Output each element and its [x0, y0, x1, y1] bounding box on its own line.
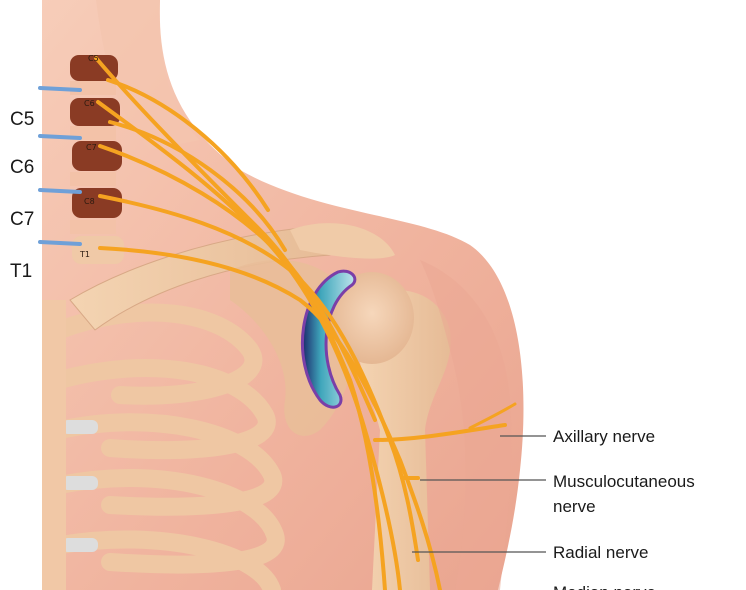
vertebral-body — [70, 220, 116, 234]
vertebra-label: C7 — [86, 143, 97, 152]
vertebra-label: T1 — [79, 250, 90, 259]
level-label: C7 — [10, 210, 34, 229]
median-nerve-label: Median nerve — [553, 582, 656, 590]
vertebral-body — [70, 172, 116, 186]
musculocutaneous-nerve-label: Musculocutaneous — [553, 471, 695, 492]
axillary-nerve-label: Axillary nerve — [553, 426, 655, 447]
radial-nerve-label: Radial nerve — [553, 542, 648, 563]
vertebral-column — [70, 55, 124, 264]
musculocutaneous-nerve-label-line2: nerve — [553, 496, 596, 517]
vertebra-label: C8 — [84, 197, 95, 206]
level-label: C6 — [10, 158, 34, 177]
level-label: T1 — [10, 262, 32, 281]
vertebra-label: C5 — [88, 54, 99, 63]
vertebra-label: C6 — [84, 99, 95, 108]
sternum — [42, 300, 66, 590]
vertebra — [72, 141, 122, 171]
level-label: C5 — [10, 110, 34, 129]
